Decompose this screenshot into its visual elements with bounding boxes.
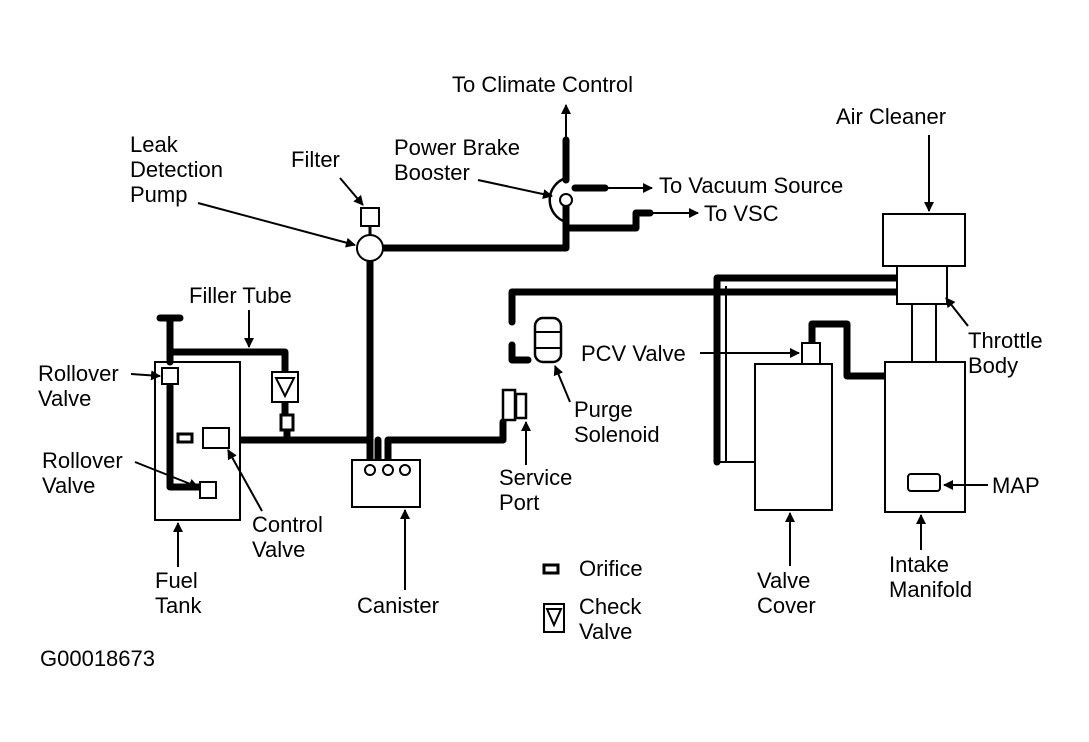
- label-canister: Canister: [357, 593, 439, 618]
- label-valve-cover-2: Cover: [757, 593, 816, 618]
- label-service-2: Port: [499, 490, 539, 515]
- label-to-climate-control: To Climate Control: [452, 72, 633, 97]
- label-throttle-2: Body: [968, 353, 1018, 378]
- power-brake-booster: [548, 176, 573, 224]
- legend-orifice-icon: [542, 563, 560, 575]
- thin-lines: [717, 286, 755, 463]
- service-port: [501, 388, 528, 422]
- label-rollover-b-2: Valve: [42, 473, 95, 498]
- pcv-valve: [801, 342, 821, 365]
- label-intake-2: Manifold: [889, 577, 972, 602]
- purge-solenoid: [533, 316, 563, 364]
- control-valve: [202, 427, 230, 449]
- label-purge-1: Purge: [574, 397, 633, 422]
- label-to-vsc: To VSC: [704, 201, 779, 226]
- label-leak-1: Leak: [130, 132, 179, 157]
- label-fuel-2: Tank: [155, 593, 202, 618]
- throttle-neck: [911, 303, 937, 363]
- valve-cover: [754, 363, 833, 511]
- throttle-body: [896, 265, 948, 305]
- leader-lines: [130, 104, 988, 590]
- rollover-valve-lower: [199, 481, 217, 499]
- legend-check-valve-icon: [543, 603, 565, 633]
- check-valve-icon: [271, 371, 299, 403]
- filler-orifice-icon: [279, 413, 295, 432]
- label-rollover-a-1: Rollover: [38, 361, 119, 386]
- label-fuel-1: Fuel: [155, 568, 198, 593]
- label-power-brake-1: Power Brake: [394, 135, 520, 160]
- label-throttle-1: Throttle: [968, 328, 1043, 353]
- label-orifice: Orifice: [579, 556, 643, 581]
- label-to-vacuum-source: To Vacuum Source: [659, 173, 843, 198]
- diagram-labels: To Climate Control Power Brake Booster T…: [38, 72, 1043, 671]
- label-service-1: Service: [499, 465, 572, 490]
- label-leak-3: Pump: [130, 182, 187, 207]
- label-intake-1: Intake: [889, 552, 949, 577]
- label-map: MAP: [992, 473, 1040, 498]
- leak-detection-pump: [356, 234, 384, 262]
- label-filler-tube: Filler Tube: [189, 283, 292, 308]
- label-control-1: Control: [252, 512, 323, 537]
- figure-id: G00018673: [40, 646, 155, 671]
- label-rollover-b-1: Rollover: [42, 448, 123, 473]
- air-cleaner: [882, 213, 966, 267]
- map-sensor: [907, 473, 941, 492]
- label-valve-cover-1: Valve: [757, 568, 810, 593]
- label-pcv-valve: PCV Valve: [581, 341, 686, 366]
- label-rollover-a-2: Valve: [38, 386, 91, 411]
- rollover-valve-upper: [161, 367, 179, 385]
- label-control-2: Valve: [252, 537, 305, 562]
- tank-orifice-icon: [176, 432, 194, 444]
- filter: [360, 207, 380, 227]
- label-check-1: Check: [579, 594, 642, 619]
- label-filter: Filter: [291, 147, 340, 172]
- label-leak-2: Detection: [130, 157, 223, 182]
- label-check-2: Valve: [579, 619, 632, 644]
- label-purge-2: Solenoid: [574, 422, 660, 447]
- label-power-brake-2: Booster: [394, 160, 470, 185]
- label-air-cleaner: Air Cleaner: [836, 104, 946, 129]
